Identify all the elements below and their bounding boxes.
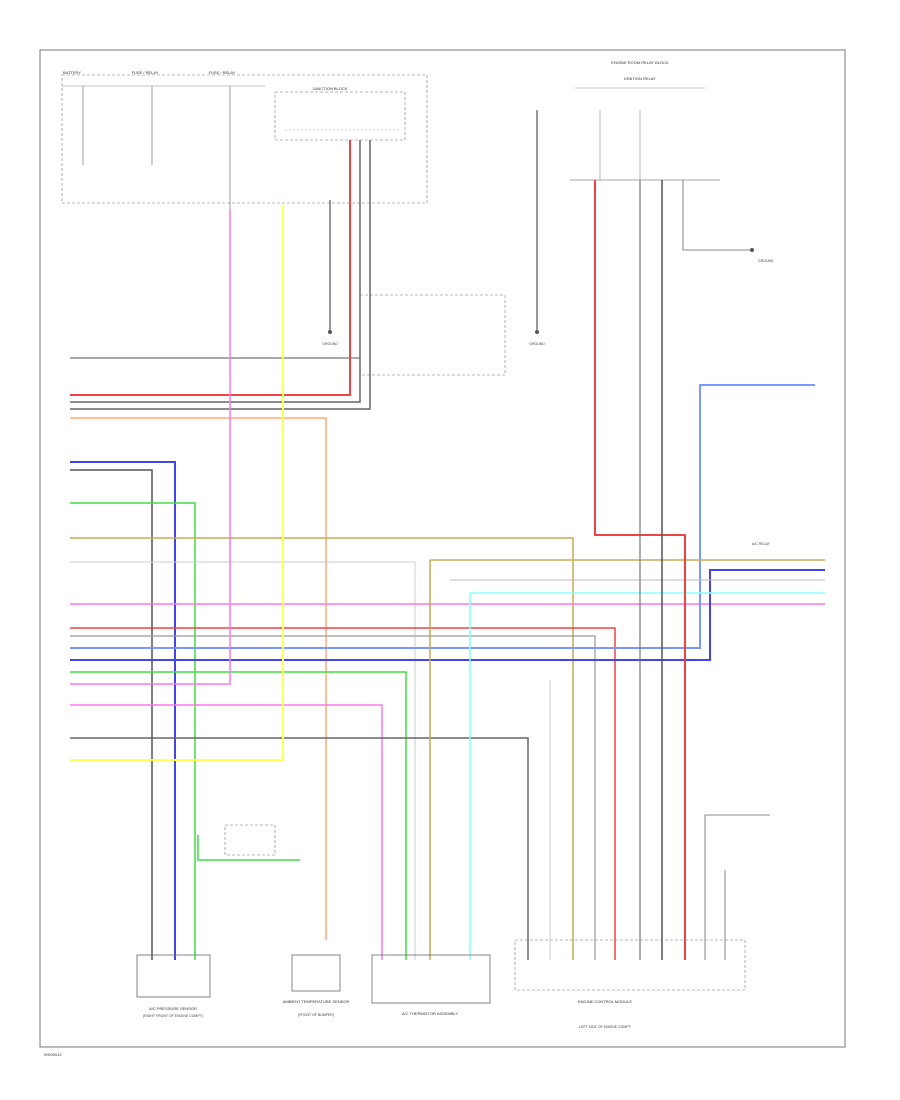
wire-gray [70, 561, 416, 960]
label-right-connector: A/C RELAY [752, 542, 771, 546]
ground-icon-right [750, 248, 754, 252]
ambient-sensor-box [291, 954, 341, 992]
wire-black-3 [70, 140, 371, 410]
label-ac-pressure-sensor-loc: (RIGHT FRONT OF ENGINE COMPT) [143, 1014, 203, 1018]
ground-icon-left [328, 330, 332, 334]
label-ecm-loc: LEFT SIDE OF ENGINE COMPT [579, 1025, 631, 1029]
relay-ground-wire [682, 180, 750, 251]
label-ignition-relay: IGNITION RELAY [624, 76, 656, 81]
fuse-relay-block [61, 74, 428, 204]
wire-green-left [70, 502, 196, 960]
ac-pressure-sensor-box [136, 954, 211, 998]
wire-gray-mid [70, 635, 596, 960]
label-ambient-sensor-loc: (FRONT OF BUMPER) [298, 1013, 334, 1017]
diagram-frame [39, 49, 846, 1048]
wire-tan [70, 537, 574, 960]
label-battery: BATTERY [63, 70, 81, 75]
relay-wire-bottom-right [704, 814, 770, 960]
wire-red-top [70, 140, 351, 396]
ecm-box [514, 939, 746, 991]
wire-red-mid [70, 627, 616, 960]
label-junction-block: JUNCTION BLOCK [313, 86, 348, 91]
label-fuse-relay-2: FUSE / RELAY [209, 70, 236, 75]
label-thermistor: A/C THERMISTOR ASSEMBLY [402, 1011, 459, 1016]
label-ambient-sensor: AMBIENT TEMPERATURE SENSOR [283, 999, 350, 1004]
wire-blue-left [70, 461, 176, 960]
label-ground-right: GROUND [758, 259, 774, 263]
label-engine-room-relay: ENGINE ROOM RELAY BLOCK [611, 60, 669, 65]
junction-sub-block [359, 294, 506, 376]
label-ecm: ENGINE CONTROL MODULE [578, 999, 632, 1004]
label-ac-pressure-sensor: A/C PRESSURE SENSOR [149, 1006, 197, 1011]
small-relay-box [224, 824, 276, 856]
wire-yellow [70, 205, 284, 761]
label-ground-center: GROUND [529, 342, 545, 346]
junction-block [274, 91, 406, 141]
wire-pink-low [70, 704, 383, 960]
wire-orange [70, 417, 327, 940]
ground-icon-center [535, 330, 539, 334]
label-fuse-relay-1: FUSE / RELAY [132, 70, 159, 75]
wire-green-2 [70, 210, 231, 685]
wire-green-mid [70, 671, 407, 960]
wire-black-2 [70, 140, 361, 403]
wire-black-left [70, 469, 153, 960]
wire-blue-mid [70, 569, 825, 661]
thermistor-box [371, 954, 491, 1004]
label-ground-left: GROUND [322, 342, 338, 346]
wire-lightblue-mid [70, 384, 815, 649]
wire-black-low [70, 737, 529, 960]
relay-box-left [197, 835, 300, 861]
footer-code: WS00012 [44, 1052, 62, 1057]
